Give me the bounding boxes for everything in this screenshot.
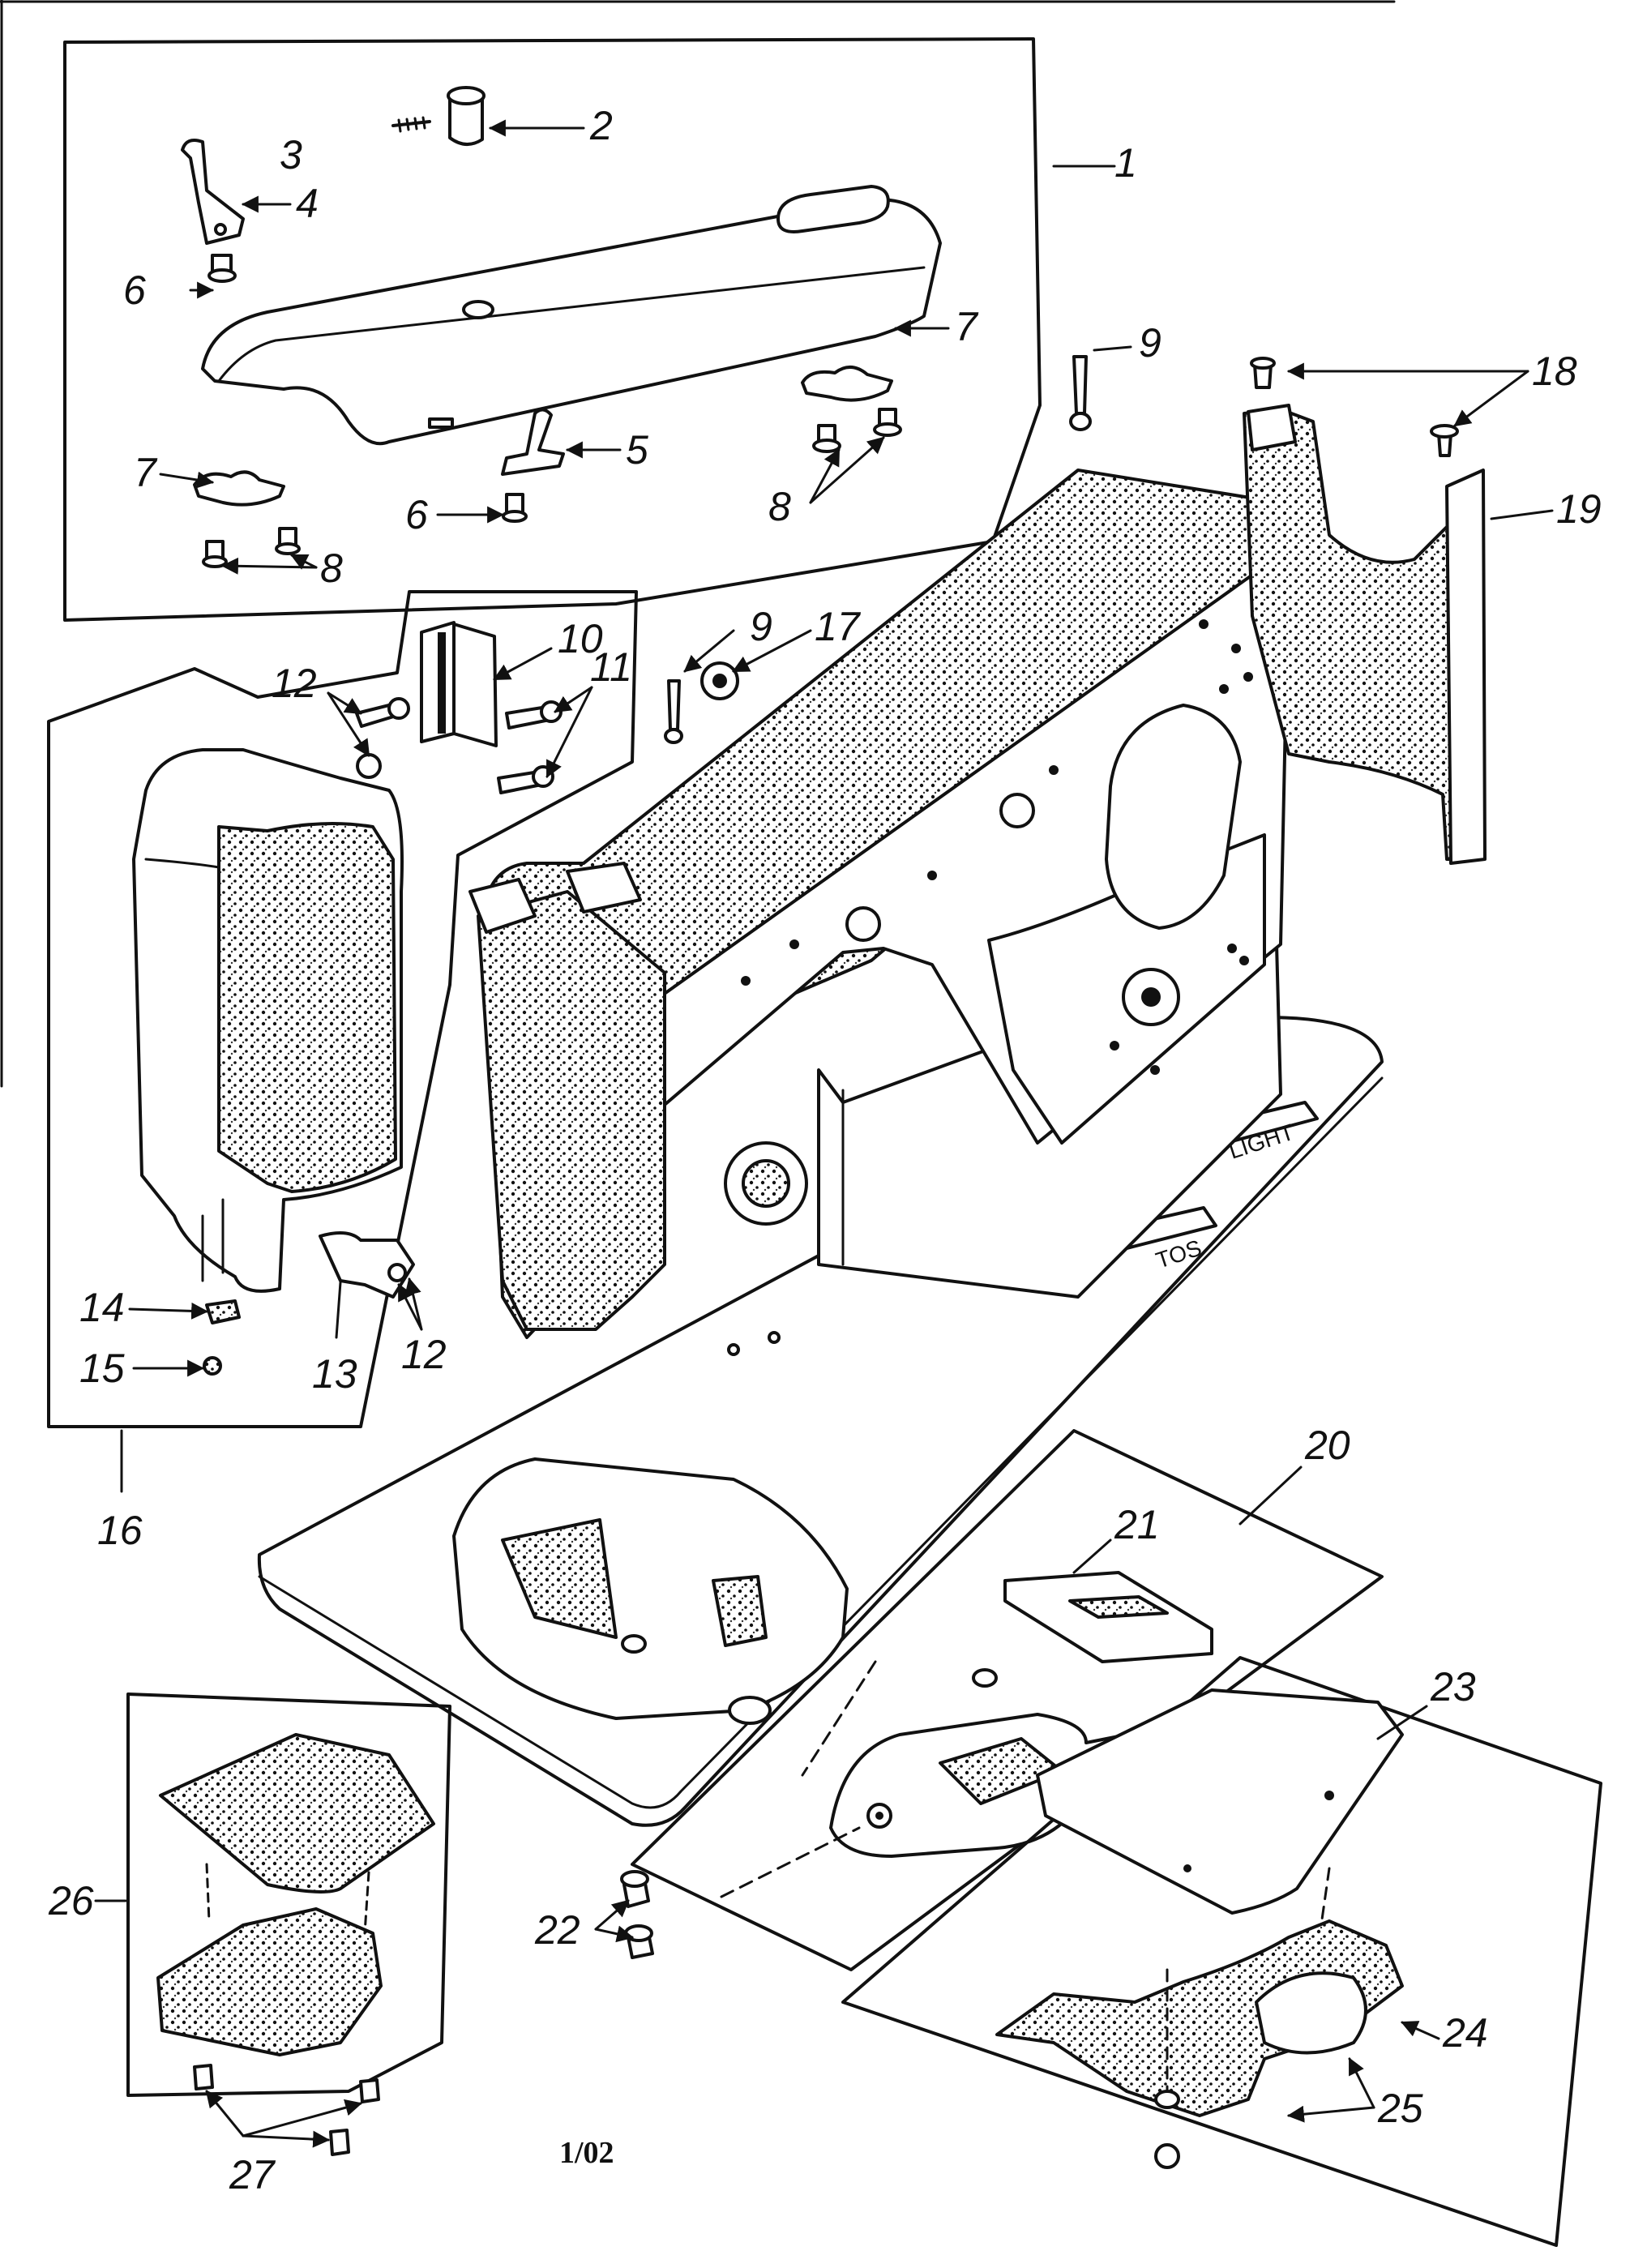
cover-clip-left [193,470,285,507]
top-cover-group [63,37,1042,622]
head-left [477,890,666,1331]
callout-9a: 9 [1139,320,1161,366]
callout-1: 1 [1114,140,1137,186]
callout-24: 24 [1442,2010,1488,2056]
callout-8b: 8 [320,546,343,591]
callout-27: 27 [229,2152,276,2197]
slide-screws-22 [594,1634,861,1959]
callout-25: 25 [1377,2086,1423,2131]
callout-labels: 1 2 3 4 5 6 6 7 7 8 8 9 9 10 11 12 12 13… [48,103,1602,2197]
bed-cover-upper [159,1733,435,1894]
rear-panel [1243,357,1487,865]
leaders-group-23 [1166,1705,1440,2123]
callout-9b: 9 [750,604,772,649]
callout-22: 22 [534,1907,580,1953]
callout-8a: 8 [768,484,791,529]
rubber-feet-27 [193,2064,380,2156]
callout-16: 16 [97,1508,143,1553]
callout-17: 17 [815,604,862,649]
screws-8-right [812,408,902,453]
small-clip-14 [205,1299,241,1324]
pin-9b [667,679,681,731]
thread-guide-13 [319,1231,415,1299]
face-plate-group [47,590,638,1428]
bottom-plate-lower [995,1919,1404,2117]
leaders-rear [683,345,1554,673]
bottom-plate-top [1036,1688,1404,1915]
callout-4: 4 [296,181,319,226]
callout-13: 13 [312,1351,357,1397]
small-screw-15 [203,1356,222,1376]
thumb-screw-6b [505,493,524,514]
thread-guide-bracket [181,139,245,245]
bed-cover-lower [156,1907,383,2056]
thread-guide-bracket-small [501,408,565,476]
leaders-group-16 [120,647,593,1493]
callout-6a: 6 [123,267,146,313]
bottom-plate-group [841,1656,1602,2247]
leaders-group-1 [159,119,1116,575]
callout-26: 26 [48,1878,94,1924]
cover-clip-right [801,366,893,402]
callout-2: 2 [589,103,613,148]
bed-cutout [452,1457,849,1720]
callout-21: 21 [1114,1502,1160,1547]
pin-9a [1072,355,1088,415]
screws-8-left [202,527,301,568]
callout-3: 3 [280,132,302,178]
frame-holes [741,619,1253,1075]
top-cover [201,198,942,446]
leaders-group-26 [94,1899,363,2148]
machine-frame [468,355,1290,1339]
callout-12a: 12 [272,661,317,706]
callout-6b: 6 [405,492,428,537]
callout-12b: 12 [401,1332,447,1377]
callout-5: 5 [626,427,648,473]
callout-14: 14 [79,1285,125,1330]
callout-10: 10 [558,616,603,661]
callout-19: 19 [1556,486,1602,532]
leaders-group-20 [801,1466,1303,1777]
callout-20: 20 [1304,1423,1350,1468]
callout-7b: 7 [134,450,158,495]
bed-cover-group [126,1692,451,2156]
footer-code: 1/02 [559,2136,614,2170]
callout-15: 15 [79,1346,125,1391]
callout-11: 11 [590,644,632,690]
callout-18: 18 [1532,349,1577,394]
callout-23: 23 [1430,1664,1476,1710]
callout-7a: 7 [955,304,979,349]
faceplate-washer [356,753,382,779]
